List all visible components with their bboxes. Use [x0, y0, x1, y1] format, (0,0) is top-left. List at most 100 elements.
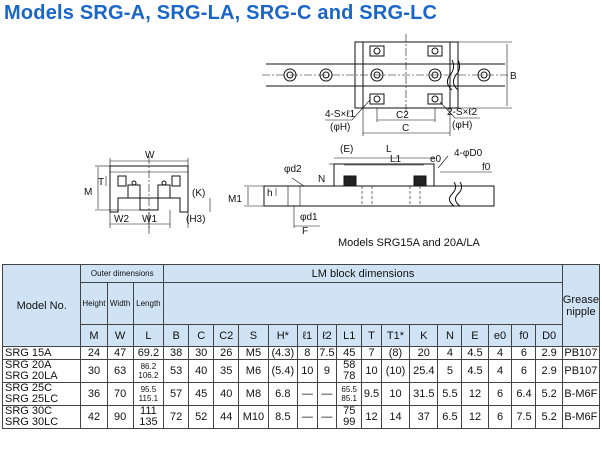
- model-name: SRG 30C: [5, 405, 53, 417]
- dim-w1-label: W1: [142, 214, 157, 225]
- cell-m: 24: [80, 346, 108, 360]
- cell-c2: 40: [213, 382, 240, 406]
- dim-n-label: N: [318, 174, 325, 185]
- cell-w: 70: [106, 382, 134, 406]
- page-title: Models SRG-A, SRG-LA, SRG-C and SRG-LC: [4, 2, 438, 24]
- model-name: SRG 20A: [5, 359, 52, 371]
- cell-d0: 2.9: [535, 346, 563, 360]
- col-header: H*: [267, 324, 299, 347]
- dim-l1-label: L1: [390, 154, 402, 165]
- col-header: ℓ1: [297, 324, 318, 347]
- cell-nipple: B-M6F: [561, 405, 601, 429]
- dim-m1-label: M1: [228, 194, 242, 205]
- col-header: C2: [213, 324, 240, 347]
- cell-f0: 6: [511, 346, 537, 360]
- cell-L1-value: 65.5: [341, 385, 357, 394]
- model-no-header: Model No.: [1, 264, 82, 347]
- cell-f0: 6.4: [511, 382, 537, 406]
- col-header: L1: [336, 324, 363, 347]
- cell-c: 45: [188, 382, 215, 406]
- front-view-labels: W T M (K) W2 W1 (H3): [84, 150, 205, 225]
- model-name: SRG 20LA: [5, 370, 58, 382]
- cell-m: 30: [80, 359, 108, 383]
- cell-h: (4.3): [267, 346, 299, 360]
- cell-nipple: PB107: [561, 346, 601, 360]
- dim-h-label: h: [267, 188, 273, 199]
- col-header: B: [163, 324, 190, 347]
- dim-c2-label: C2: [396, 110, 409, 121]
- cell-l1-bolt: 8: [297, 346, 318, 360]
- col-header: W: [106, 324, 134, 347]
- technical-drawing: B 4-S×ℓ1 (φH) C2 C 2-S×ℓ2 (φH) W T M: [84, 34, 517, 237]
- cell-s: M5: [238, 346, 269, 360]
- dim-b-label: B: [510, 71, 517, 82]
- cell-c: 40: [188, 359, 215, 383]
- front-view: [95, 156, 211, 234]
- cell-h: 6.8: [267, 382, 299, 406]
- cell-t: 10: [361, 359, 382, 383]
- col-header: K: [409, 324, 439, 347]
- cell-e: 4.5: [461, 359, 489, 383]
- cell-d0: 2.9: [535, 359, 563, 383]
- cell-l2-bolt: 7.5: [316, 346, 338, 360]
- dim-h3-label: (H3): [186, 214, 205, 225]
- cell-e0: 4: [487, 346, 513, 360]
- length-header: Length: [132, 282, 165, 325]
- cell-t1: 10: [380, 382, 411, 406]
- col-header: ℓ2: [316, 324, 338, 347]
- col-header: N: [437, 324, 463, 347]
- width-header: Width: [106, 282, 134, 325]
- cell-l2-bolt: 9: [316, 359, 338, 383]
- col-header: L: [132, 324, 165, 347]
- dim-m-label: M: [84, 187, 92, 198]
- lm-subheader-blank: [163, 282, 563, 325]
- cell-w: 90: [106, 405, 134, 429]
- cell-e0: 4: [487, 359, 513, 383]
- model-name: SRG 30LC: [5, 416, 59, 428]
- height-header: Height: [80, 282, 108, 325]
- model-name: SRG 25C: [5, 382, 53, 394]
- cell-c: 52: [188, 405, 215, 429]
- cell-m: 42: [80, 405, 108, 429]
- cell-m: 36: [80, 382, 108, 406]
- cell-e: 12: [461, 382, 489, 406]
- dim-d1-label: φd1: [300, 212, 318, 223]
- cell-t: 9.5: [361, 382, 382, 406]
- side-view: [244, 155, 495, 228]
- cell-s: M8: [238, 382, 269, 406]
- cell-c2: 44: [213, 405, 240, 429]
- model-name: SRG 25LC: [5, 393, 59, 405]
- table-row: SRG 15A 24 47 69.2 38 30 26 M5 (4.3) 8 7…: [1, 346, 601, 360]
- dim-w2-label: W2: [114, 214, 129, 225]
- cell-nipple: PB107: [561, 359, 601, 383]
- dim-d2-label: φd2: [284, 164, 302, 175]
- cell-e0: 6: [487, 405, 513, 429]
- dim-l-label: L: [386, 144, 392, 155]
- col-header: f0: [511, 324, 537, 347]
- col-header: D0: [535, 324, 563, 347]
- figure-caption: Models SRG15A and 20A/LA: [338, 237, 480, 249]
- dim-f0-label: f0: [482, 162, 491, 173]
- cell-e: 12: [461, 405, 489, 429]
- grease-nipple-header: Grease nipple: [561, 264, 601, 347]
- dim-c-label: C: [402, 123, 409, 134]
- col-header: C: [188, 324, 215, 347]
- cell-L1-value: 78: [343, 370, 356, 382]
- cell-L1-value: 58: [343, 359, 356, 371]
- cell-l-value: 135: [139, 416, 158, 428]
- cell-L1-value: 75: [343, 405, 356, 417]
- cell-t: 7: [361, 346, 382, 360]
- cell-L1: 45: [336, 346, 363, 360]
- cell-d0: 5.2: [535, 405, 563, 429]
- cell-s: M6: [238, 359, 269, 383]
- cell-L1-value: 85.1: [341, 394, 357, 403]
- cell-c2: 35: [213, 359, 240, 383]
- top-view: [262, 34, 512, 136]
- cell-c: 30: [188, 346, 215, 360]
